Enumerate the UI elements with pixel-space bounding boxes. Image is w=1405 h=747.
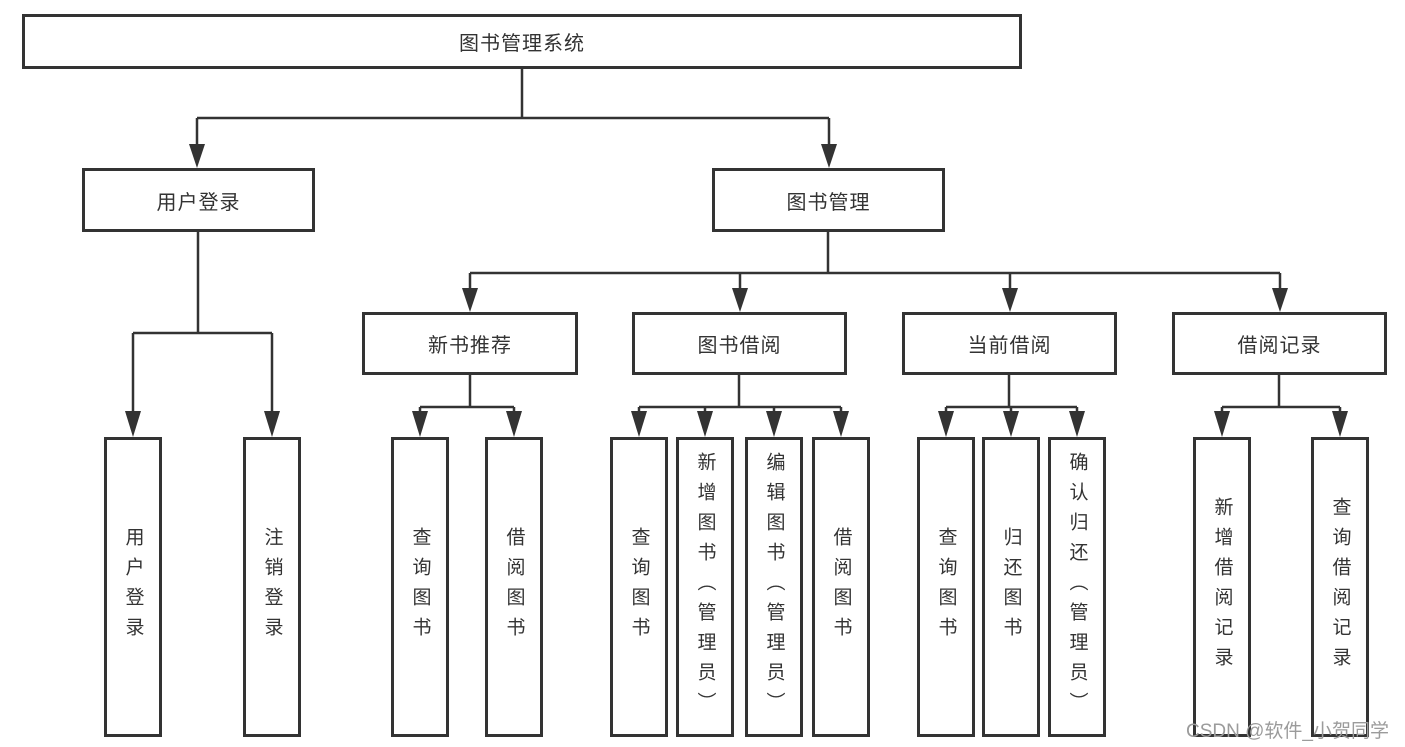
leaf-query-borrow-record-label: 查询借阅记录 [1329,497,1351,677]
leaf-query-books-current: 查询图书 [917,437,975,737]
node-library-system: 图书管理系统 [22,14,1022,69]
leaf-query-books-current-label: 查询图书 [935,527,957,647]
leaf-logout: 注销登录 [243,437,301,737]
csdn-watermark: CSDN @软件_小贺同学 [1186,721,1389,742]
leaf-borrow-books-recommend-label: 借阅图书 [503,527,525,647]
leaf-query-books-recommend: 查询图书 [391,437,449,737]
node-book-borrow: 图书借阅 [632,312,847,375]
node-new-book-recommend-label: 新书推荐 [428,335,512,357]
leaf-confirm-return-admin-label: 确认归还（管理员） [1066,452,1088,722]
leaf-user-login: 用户登录 [104,437,162,737]
leaf-edit-books-admin-label: 编辑图书（管理员） [763,452,785,722]
leaf-query-borrow-record: 查询借阅记录 [1311,437,1369,737]
node-book-management: 图书管理 [712,168,945,232]
leaf-borrow-books: 借阅图书 [812,437,870,737]
node-book-management-label: 图书管理 [786,191,871,214]
leaf-add-books-admin: 新增图书（管理员） [676,437,734,737]
leaf-logout-label: 注销登录 [261,527,283,647]
leaf-add-borrow-record-label: 新增借阅记录 [1211,497,1233,677]
node-user-login: 用户登录 [82,168,315,232]
leaf-edit-books-admin: 编辑图书（管理员） [745,437,803,737]
node-library-system-label: 图书管理系统 [459,33,585,55]
leaf-borrow-books-label: 借阅图书 [830,527,852,647]
node-borrow-records-label: 借阅记录 [1237,335,1322,357]
leaf-query-books-recommend-label: 查询图书 [409,527,431,647]
leaf-borrow-books-recommend: 借阅图书 [485,437,543,737]
node-user-login-label: 用户登录 [156,191,241,214]
leaf-user-login-label: 用户登录 [122,527,144,647]
leaf-return-books: 归还图书 [982,437,1040,737]
leaf-query-books-borrow: 查询图书 [610,437,668,737]
leaf-confirm-return-admin: 确认归还（管理员） [1048,437,1106,737]
node-current-borrow: 当前借阅 [902,312,1117,375]
node-book-borrow-label: 图书借阅 [697,335,782,357]
leaf-return-books-label: 归还图书 [1000,527,1022,647]
node-borrow-records: 借阅记录 [1172,312,1387,375]
leaf-query-books-borrow-label: 查询图书 [628,527,650,647]
node-new-book-recommend: 新书推荐 [362,312,578,375]
node-current-borrow-label: 当前借阅 [967,335,1052,357]
leaf-add-books-admin-label: 新增图书（管理员） [694,452,716,722]
leaf-add-borrow-record: 新增借阅记录 [1193,437,1251,737]
